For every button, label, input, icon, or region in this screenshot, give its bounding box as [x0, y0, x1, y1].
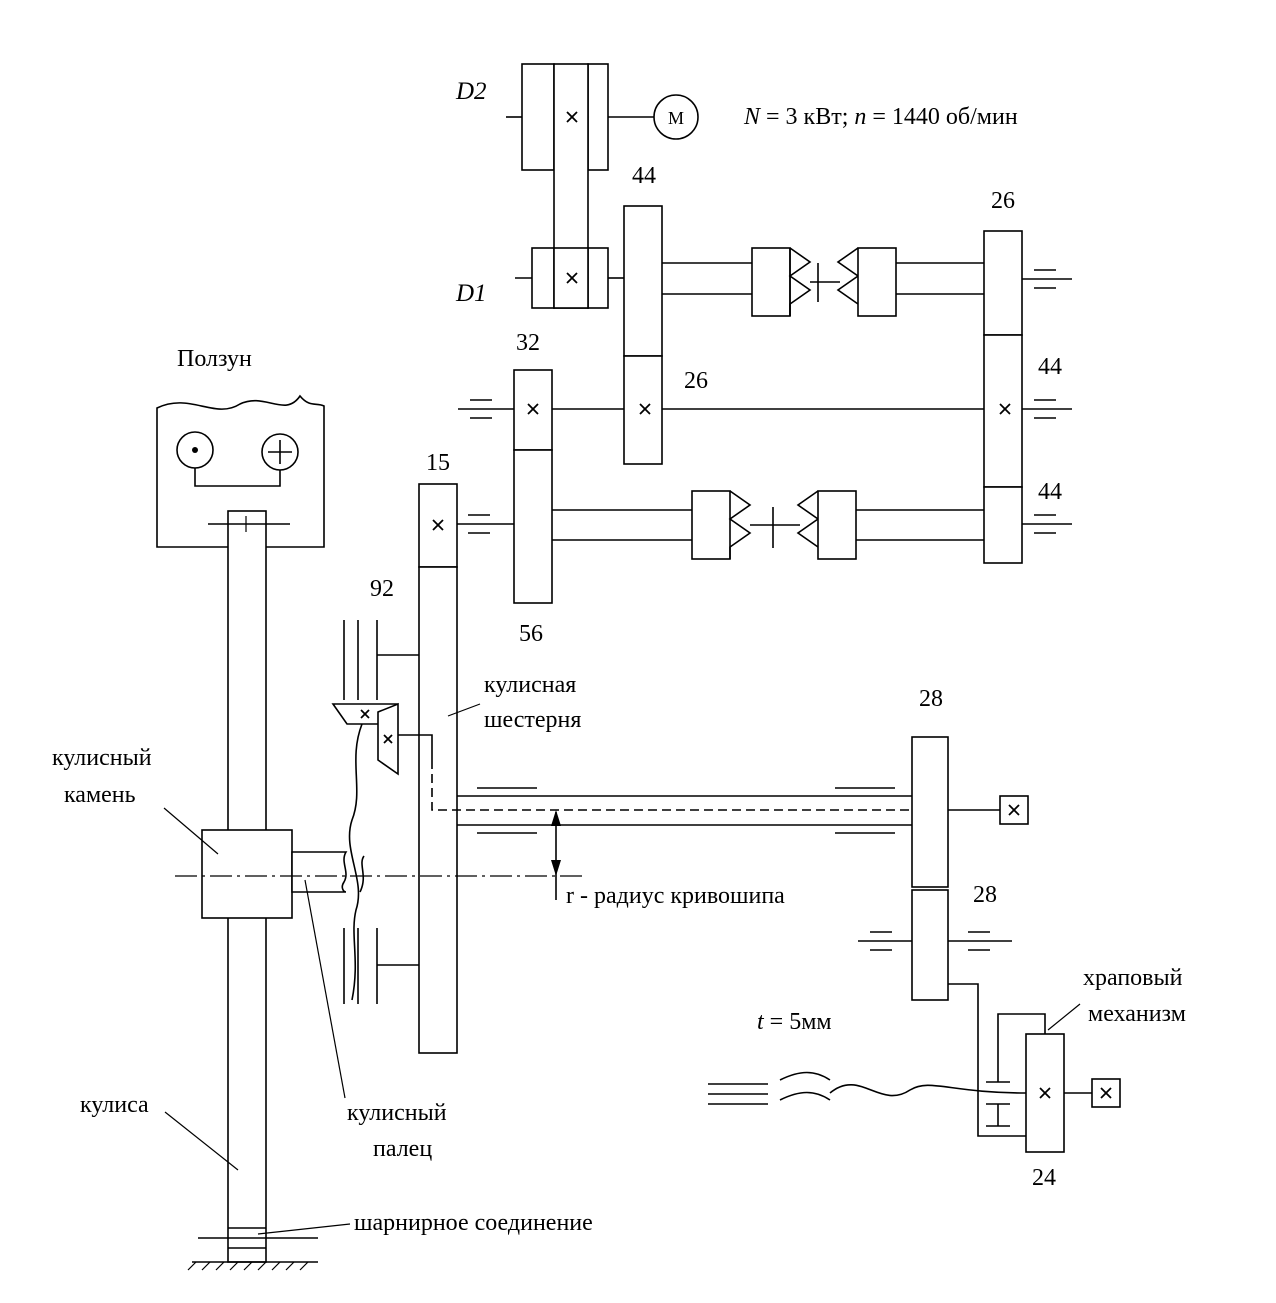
motor-symbol	[653, 94, 699, 140]
ratchet-mechanism	[708, 1003, 1121, 1153]
gear-44-top	[623, 205, 663, 357]
label-gear-26-top-right: 26	[991, 188, 1015, 214]
rocker-pin	[291, 851, 348, 893]
rocker-gear-assembly	[331, 483, 912, 1054]
label-d1: D1	[455, 280, 487, 307]
label-gear-15: 15	[426, 450, 450, 476]
gear-56	[513, 449, 553, 604]
slider-rocker	[156, 394, 584, 1271]
belt-drive: M D2 D1 N = 3 кВт; n = 1440 об/мин	[455, 63, 1018, 309]
gear-28-bottom	[911, 889, 949, 1001]
gearbox	[456, 205, 1072, 604]
gear-44-right-low	[983, 486, 1023, 564]
label-rocker-block-1: кулисный	[52, 745, 152, 771]
label-crank-radius: r - радиус кривошипа	[566, 883, 785, 909]
rocker-block	[201, 829, 293, 919]
shaft-mark-d1	[566, 272, 578, 284]
label-gear-28-bottom: 28	[973, 882, 997, 908]
arrow-head-bottom	[551, 860, 561, 876]
gear-28-top	[911, 736, 949, 888]
arrow-head-top	[551, 810, 561, 826]
labels: 44 26 32 26 44 44 15 92 56 28 28 24 Полз…	[52, 163, 1186, 1236]
label-slider: Ползун	[177, 346, 252, 372]
label-rocker-gear-2: шестерня	[484, 707, 581, 733]
label-gear-28-top: 28	[919, 686, 943, 712]
motor-label: M	[668, 108, 684, 128]
clutch-lower-right	[817, 490, 857, 560]
label-gear-32: 32	[516, 330, 540, 356]
pulley-d1-left-rim	[531, 247, 555, 309]
label-feed: t = 5мм	[757, 1009, 832, 1035]
label-rocker-block-2: камень	[64, 782, 136, 808]
label-gear-44-top: 44	[632, 163, 656, 189]
shaft-mark-d2	[566, 111, 578, 123]
shaft-mark-26-mid	[639, 403, 651, 415]
label-gear-44-right-mid: 44	[1038, 354, 1062, 380]
motor-spec: N = 3 кВт; n = 1440 об/мин	[743, 104, 1018, 130]
label-rocker-gear-1: кулисная	[484, 672, 576, 698]
label-gear-26-mid: 26	[684, 368, 708, 394]
pulley-d1-right-rim	[587, 247, 609, 309]
label-gear-92: 92	[370, 576, 394, 602]
shaft-mark-44-right	[999, 403, 1011, 415]
ground-hatching	[187, 1261, 309, 1271]
label-gear-24: 24	[1032, 1165, 1056, 1191]
clutch-lower-left	[691, 490, 731, 560]
label-gear-56: 56	[519, 621, 543, 647]
label-ratchet-1: храповый	[1083, 965, 1183, 991]
label-ratchet-2: механизм	[1088, 1001, 1186, 1027]
shaft-mark-15	[432, 519, 444, 531]
label-pivot-joint: шарнирное соединение	[354, 1210, 593, 1236]
clutch-upper-right	[857, 247, 897, 317]
pulley-d2-right-rim	[587, 63, 609, 171]
label-rocker-pin-1: кулисный	[347, 1100, 447, 1126]
pulley-d2-left-rim	[521, 63, 555, 171]
label-rocker-pin-2: палец	[373, 1136, 432, 1162]
label-gear-44-right-low: 44	[1038, 479, 1062, 505]
feed-gears	[858, 736, 1029, 1137]
shaft-mark-32	[527, 403, 539, 415]
clutch-upper-left	[751, 247, 791, 317]
label-d2: D2	[455, 78, 487, 105]
break-line-rocker	[348, 723, 363, 1001]
label-rocker: кулиса	[80, 1092, 149, 1118]
gear-26-top-right	[983, 230, 1023, 336]
